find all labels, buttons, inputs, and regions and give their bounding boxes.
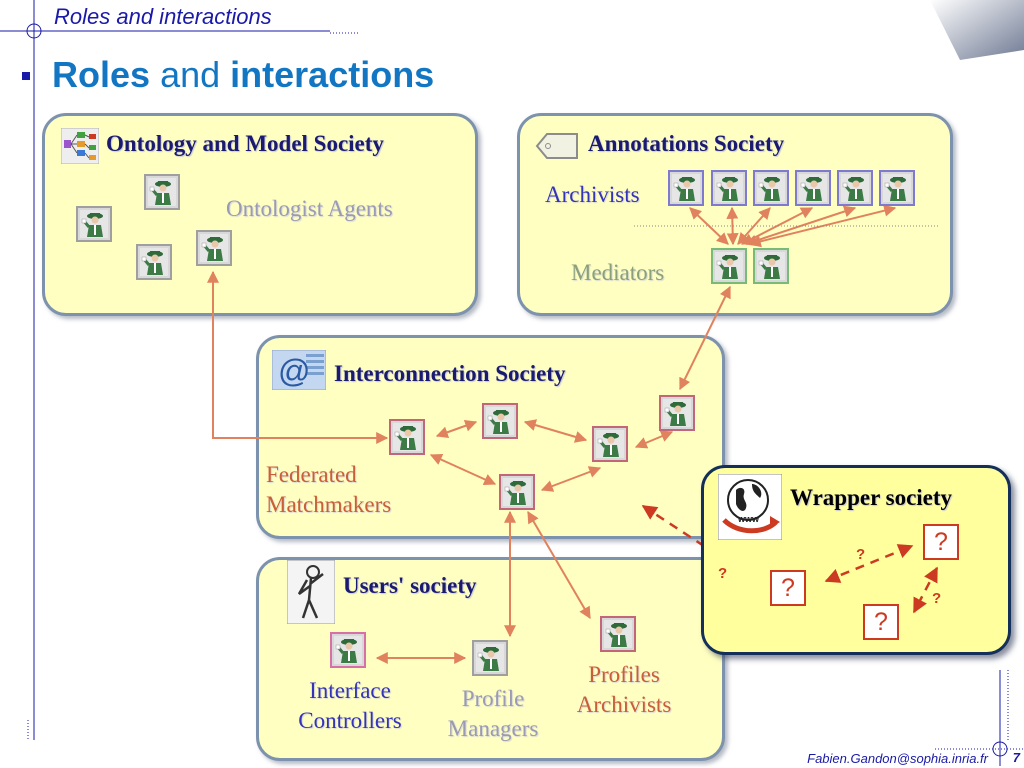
svg-text:@: @ <box>278 353 310 389</box>
interface-controller-agent-icon <box>330 632 366 668</box>
slide-header: Roles and interactions <box>54 4 272 29</box>
unknown-wrapper-agent: ? <box>923 524 959 560</box>
unknown-wrapper-agent: ? <box>770 570 806 606</box>
interface-controllers-line2: Controllers <box>298 708 402 733</box>
www-label: www <box>737 514 760 524</box>
ontologist-agent-icon <box>144 174 180 210</box>
profile-managers-line2: Managers <box>447 716 539 741</box>
federated-matchmakers-line1: Federated <box>266 462 357 487</box>
federated-matchmakers-label: Federated Matchmakers <box>266 460 391 520</box>
users-society-title: Users' society <box>343 573 477 598</box>
globe-www-icon: www <box>718 474 782 540</box>
title-word-and: and <box>160 54 221 95</box>
wrapper-society-title: Wrapper society <box>790 485 953 510</box>
interface-controllers-line1: Interface <box>309 678 391 703</box>
matchmaker-agent-icon <box>499 474 535 510</box>
unknown-link-label: ? <box>856 546 866 563</box>
unknown-wrapper-agent: ? <box>863 604 899 640</box>
ontology-society-title: Ontology and Model Society <box>106 131 384 156</box>
interface-controllers-label: Interface Controllers <box>284 676 416 736</box>
archivist-agent-icon <box>711 170 747 206</box>
federated-matchmakers-line2: Matchmakers <box>266 492 392 517</box>
interconnection-society-title: Interconnection Society <box>334 361 566 386</box>
ontologist-agents-label: Ontologist Agents <box>226 196 393 221</box>
profile-managers-line1: Profile <box>461 686 525 711</box>
ontologist-agent-icon <box>76 206 112 242</box>
title-word-roles: Roles <box>52 54 151 95</box>
archivist-agent-icon <box>879 170 915 206</box>
profiles-archivists-line1: Profiles <box>588 662 660 687</box>
profile-managers-label: Profile Managers <box>434 684 552 744</box>
annotations-society-title: Annotations Society <box>588 131 785 156</box>
ontologist-agent-icon <box>196 230 232 266</box>
archivist-agent-icon <box>837 170 873 206</box>
archivist-agent-icon <box>668 170 704 206</box>
ontologist-agent-icon <box>136 244 172 280</box>
matchmaker-agent-icon <box>592 426 628 462</box>
unknown-link-label: ? <box>932 590 942 607</box>
archivists-label: Archivists <box>545 182 640 207</box>
profile-manager-agent-icon <box>472 640 508 676</box>
page-number: 7 <box>1012 750 1020 765</box>
archivist-agent-icon <box>795 170 831 206</box>
archivist-agent-icon <box>753 170 789 206</box>
profiles-archivist-agent-icon <box>600 616 636 652</box>
mediators-label: Mediators <box>571 260 665 285</box>
unknown-link-label: ? <box>718 565 728 582</box>
matchmaker-agent-icon <box>659 395 695 431</box>
mediator-agent-icon <box>753 248 789 284</box>
profiles-archivists-label: Profiles Archivists <box>562 660 686 720</box>
mediator-agent-icon <box>711 248 747 284</box>
ontology-tree-icon <box>61 128 99 164</box>
slide-title: Roles and interactions <box>52 54 434 96</box>
footer-email: Fabien.Gandon@sophia.inria.fr <box>807 751 988 766</box>
matchmaker-agent-icon <box>389 419 425 455</box>
profiles-archivists-line2: Archivists <box>576 692 672 717</box>
title-word-interactions: interactions <box>230 54 435 95</box>
tag-icon <box>535 133 578 159</box>
thinking-person-icon <box>287 560 335 624</box>
at-sign-icon: @ <box>272 350 326 390</box>
matchmaker-agent-icon <box>482 403 518 439</box>
